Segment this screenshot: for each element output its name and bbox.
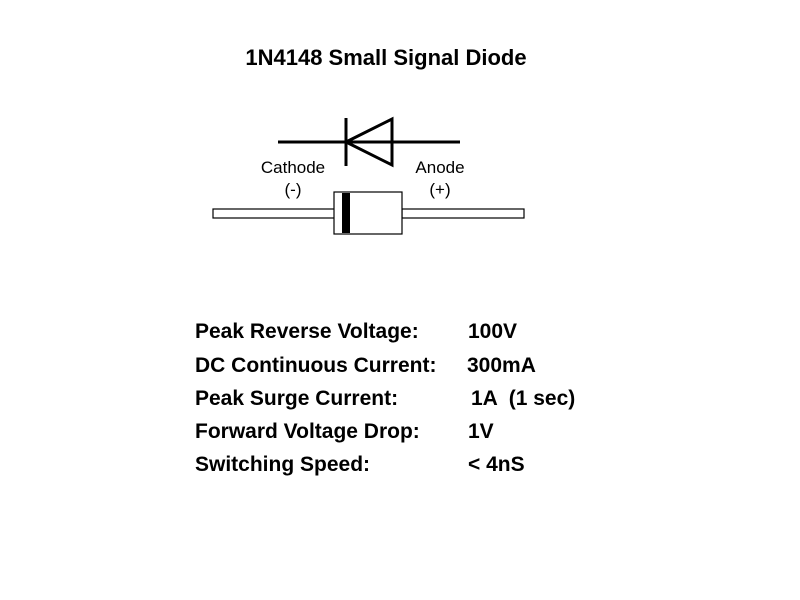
- diode-physical-package: [212, 191, 525, 235]
- spec-label-dc-continuous-current: DC Continuous Current:: [195, 354, 437, 377]
- cathode-polarity: (-): [284, 180, 302, 199]
- spec-value-peak-surge-current: 1A (1 sec): [471, 387, 576, 410]
- spec-value-forward-voltage-drop: 1V: [468, 420, 494, 443]
- cathode-label: Cathode: [260, 158, 326, 177]
- spec-label-peak-surge-current: Peak Surge Current:: [195, 387, 399, 410]
- spec-label-switching-speed: Switching Speed:: [195, 453, 371, 476]
- anode-lead: [401, 208, 525, 219]
- spec-label-forward-voltage-drop: Forward Voltage Drop:: [195, 420, 420, 443]
- diode-schematic-symbol: [278, 116, 460, 168]
- spec-value-dc-continuous-current: 300mA: [467, 354, 536, 377]
- cathode-band: [342, 193, 350, 233]
- cathode-lead: [212, 208, 336, 219]
- anode-label: Anode: [415, 158, 465, 177]
- spec-value-peak-reverse-voltage: 100V: [468, 320, 518, 343]
- anode-polarity: (+): [429, 180, 451, 199]
- diagram-title: 1N4148 Small Signal Diode: [245, 45, 527, 70]
- spec-value-switching-speed: < 4nS: [468, 453, 525, 476]
- spec-label-peak-reverse-voltage: Peak Reverse Voltage:: [195, 320, 419, 343]
